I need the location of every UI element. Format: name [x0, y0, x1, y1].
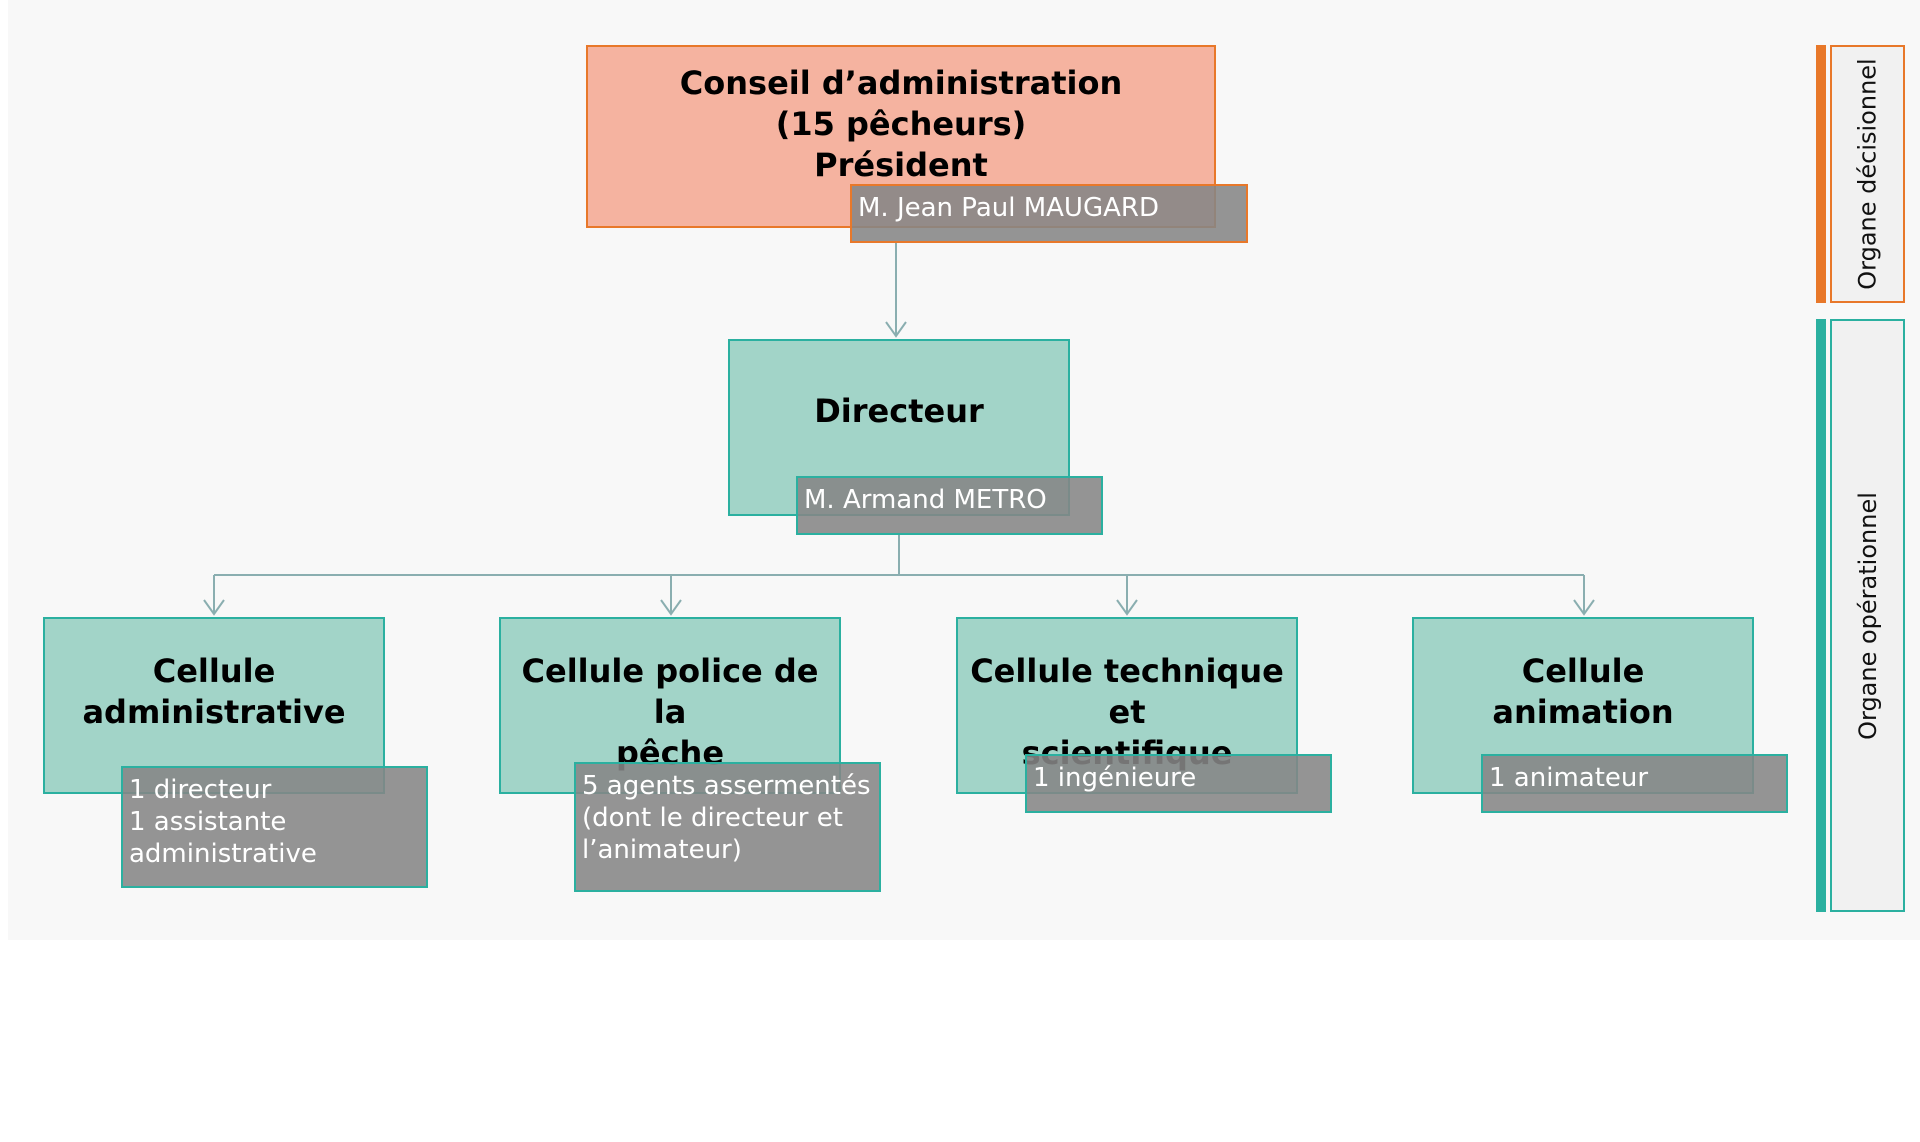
- operational-label: Organe opérationnel: [1853, 491, 1882, 740]
- cell-animation-title: Cellule animation: [1492, 652, 1674, 731]
- director-title: Directeur: [814, 392, 984, 430]
- board-president-label: M. Jean Paul MAUGARD: [850, 184, 1248, 243]
- decisional-box: Organe décisionnel: [1830, 45, 1905, 303]
- cell-animation-detail: 1 animateur: [1481, 754, 1788, 813]
- board-title: Conseil d’administration (15 pêcheurs) P…: [679, 64, 1123, 184]
- cell-police-detail: 5 agents assermentés (dont le directeur …: [574, 762, 881, 892]
- decisional-bar: [1816, 45, 1826, 303]
- operational-box: Organe opérationnel: [1830, 319, 1905, 912]
- decisional-label: Organe décisionnel: [1853, 58, 1882, 290]
- operational-bar: [1816, 319, 1826, 912]
- cell-administrative-title: Cellule administrative: [82, 652, 346, 731]
- cell-police-title: Cellule police de la pêche: [521, 652, 819, 772]
- cell-administrative: Cellule administrative: [43, 617, 385, 794]
- director-name-label: M. Armand METRO: [796, 476, 1103, 535]
- cell-technique-detail: 1 ingénieure: [1025, 754, 1332, 813]
- cell-administrative-detail: 1 directeur 1 assistante administrative: [121, 766, 428, 888]
